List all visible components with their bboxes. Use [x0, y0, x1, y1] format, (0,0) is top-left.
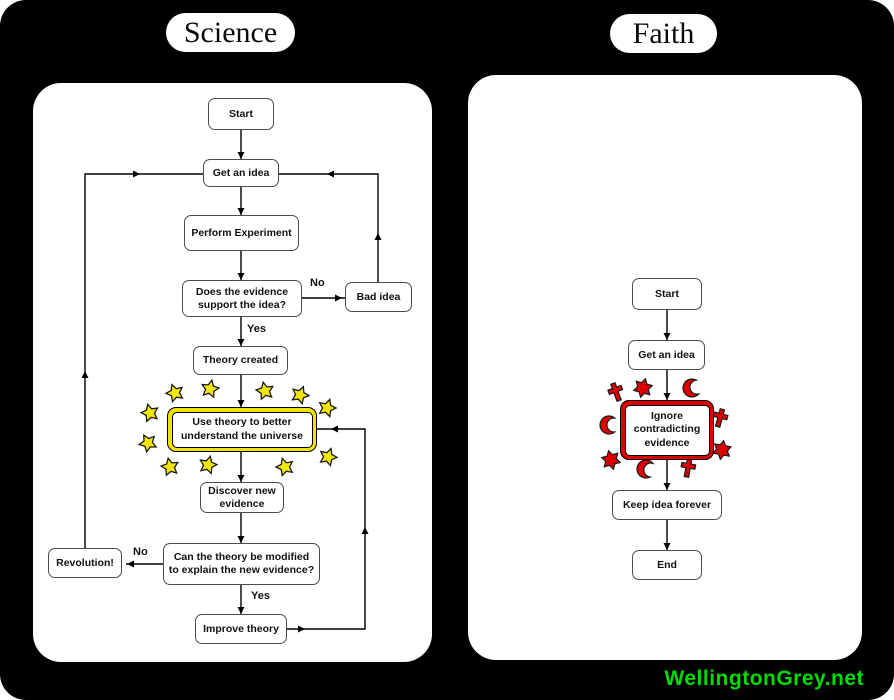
node-end: End	[632, 550, 702, 580]
node-theory-created: Theory created	[193, 346, 288, 375]
crescent-icon	[634, 457, 655, 480]
node-evidence-question: Does the evidence support the idea?	[182, 280, 302, 317]
star-of-david-icon	[711, 438, 733, 462]
node-ignore-evidence: Ignore contradicting evidence	[624, 404, 710, 456]
star-icon	[273, 455, 297, 478]
node-get-an-idea: Get an idea	[628, 340, 705, 370]
node-keep-idea-forever: Keep idea forever	[612, 490, 722, 520]
star-icon	[159, 455, 181, 477]
science-connectors	[81, 130, 382, 633]
node-start: Start	[208, 98, 274, 130]
edge-label-no-support: No	[310, 277, 325, 289]
star-of-david-icon	[599, 448, 623, 472]
edge-label-no-modify: No	[133, 546, 148, 558]
site-credit: WellingtonGrey.net	[664, 667, 864, 690]
node-use-theory: Use theory to better understand the univ…	[171, 411, 313, 448]
node-get-an-idea: Get an idea	[203, 159, 279, 187]
star-icon	[316, 444, 340, 468]
node-bad-idea: Bad idea	[345, 282, 412, 312]
science-panel: Start Get an idea Perform Experiment Doe…	[33, 83, 432, 662]
cross-icon	[678, 457, 698, 479]
star-icon	[163, 380, 187, 404]
node-revolution: Revolution!	[48, 548, 122, 578]
cross-icon	[605, 380, 627, 404]
star-icon	[288, 382, 312, 406]
node-perform-experiment: Perform Experiment	[184, 215, 299, 251]
faith-title: Faith	[610, 14, 717, 53]
node-use-theory-highlight: Use theory to better understand the univ…	[167, 407, 317, 452]
crescent-icon	[680, 377, 700, 400]
star-icon	[135, 430, 160, 455]
node-start: Start	[632, 278, 702, 310]
node-modify-question: Can the theory be modified to explain th…	[163, 543, 320, 585]
science-title: Science	[166, 13, 295, 52]
star-icon	[138, 401, 161, 423]
star-icon	[199, 377, 221, 399]
faith-connectors	[599, 310, 733, 550]
star-icon	[315, 396, 339, 419]
edge-label-yes-support: Yes	[247, 323, 266, 335]
node-improve-theory: Improve theory	[195, 614, 287, 644]
crescent-icon	[599, 415, 616, 435]
star-icon	[254, 379, 276, 401]
faith-panel: Start Get an idea Ignore contradicting e…	[468, 75, 862, 660]
node-ignore-evidence-highlight: Ignore contradicting evidence	[620, 400, 714, 460]
star-icon	[197, 453, 220, 475]
edge-label-yes-modify: Yes	[251, 590, 270, 602]
node-discover-evidence: Discover new evidence	[200, 482, 284, 513]
star-of-david-icon	[631, 376, 655, 400]
